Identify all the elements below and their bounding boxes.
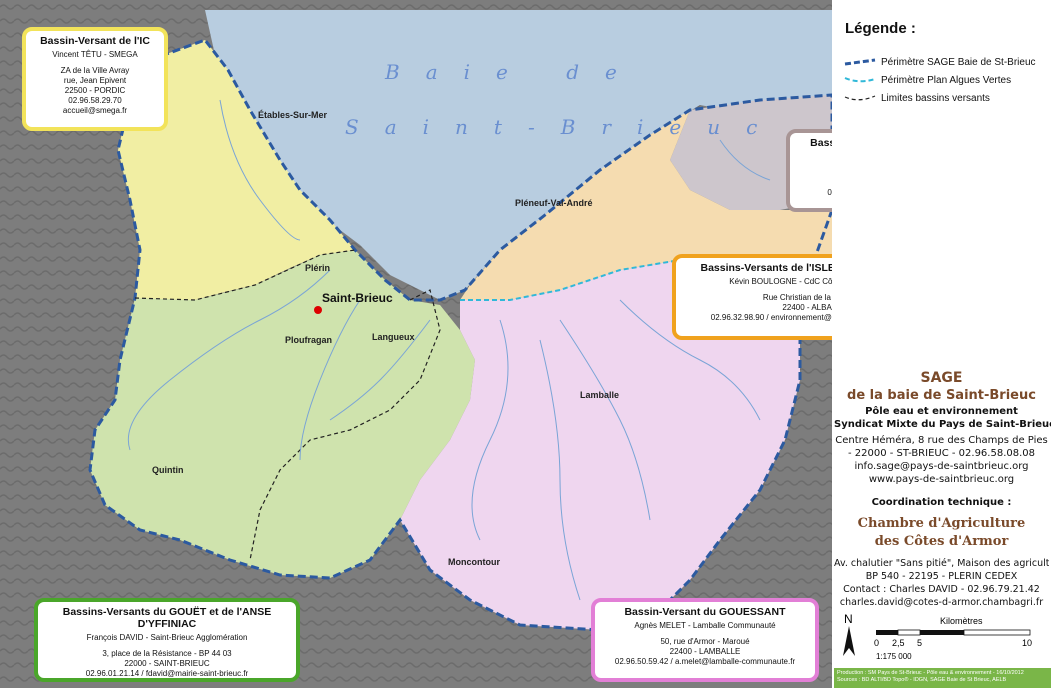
chambre-contact-2: BP 540 - 22195 - PLERIN CEDEX (865, 571, 1018, 582)
scale-ratio: 1:175 000 (876, 652, 912, 661)
box-gouet-line: 3, place de la Résistance - BP 44 03 (102, 649, 232, 658)
box-gouessant-line: 50, rue d'Armor - Maroué (660, 637, 750, 646)
town-ploufragan: Ploufragan (285, 335, 333, 345)
box-islet-contact: Kévin BOULOGNE - CdC Côte de Penthièvre (729, 277, 891, 286)
box-gouessant-line: 02.96.50.59.42 / a.melet@lamballe-commun… (614, 657, 796, 666)
town-langueux: Langueux (372, 332, 415, 342)
legend-label: Périmètre SAGE Baie de St-Brieuc (881, 57, 1036, 68)
sage-title-2: de la baie de Saint-Brieuc (847, 388, 1036, 403)
legend-label: Périmètre Plan Algues Vertes (881, 75, 1012, 86)
scale-bar: N Kilomètres 0 2,5 5 10 1:175 000 (840, 612, 1045, 668)
prefecture-label: Saint-Brieuc (322, 291, 393, 305)
legend-item-limits: Limites bassins versants (843, 93, 990, 104)
footer-line-1: Production : SM Pays de St-Brieuc - Pôle… (837, 670, 1024, 676)
box-gouessant-contact: Agnès MELET - Lamballe Communauté (634, 621, 776, 630)
box-ic-line: ZA de la Ville Avray (60, 66, 130, 75)
north-arrow-icon (843, 626, 855, 656)
box-ic-line: 22500 - PORDIC (64, 86, 126, 95)
algues-vertes-swatch-icon (844, 77, 876, 83)
box-ic-line: 02.96.58.29.70 (68, 96, 122, 105)
gouet-yffiniac-watershed (90, 250, 475, 578)
sage-addr-3: info.sage@pays-de-saintbrieuc.org (854, 461, 1029, 472)
scale-tick: 2,5 (892, 638, 905, 648)
north-label: N (844, 612, 853, 626)
prefecture-dot (314, 306, 322, 314)
sage-addr-4: www.pays-de-saintbrieuc.org (868, 474, 1015, 485)
footer-line-2: Sources : BD ALTI/BD Topo® - IDGN, SAGE … (837, 677, 1007, 683)
box-gouet: Bassins-Versants du GOUËT et de l'ANSE D… (34, 598, 300, 682)
scale-unit: Kilomètres (940, 616, 983, 626)
info-panel (832, 0, 1051, 688)
box-islet-line: 22400 - ALBAN (782, 303, 838, 312)
scale-tick: 5 (917, 638, 922, 648)
sage-sub-2: Syndicat Mixte du Pays de Saint-Brieuc (834, 419, 1051, 430)
watershed-limit-line (134, 249, 356, 301)
box-gouet-line: 02.96.01.21.14 / fdavid@mairie-saint-bri… (85, 669, 249, 678)
sage-addr-1: Centre Héméra, 8 rue des Champs de Pies (835, 435, 1048, 446)
limits-swatch-icon (844, 95, 876, 101)
coordination-label: Coordination technique : (871, 497, 1012, 508)
box-gouet-contact: François DAVID - Saint-Brieuc Agglomérat… (86, 633, 248, 642)
box-gouessant-title: Bassin-Versant du GOUESSANT (624, 606, 786, 618)
sage-perimeter (88, 38, 834, 632)
scale-graphic: N Kilomètres 0 2,5 5 10 1:175 000 (843, 612, 1032, 661)
scale-tick: 10 (1022, 638, 1032, 648)
box-islet-line: Rue Christian de la Villéon (762, 293, 858, 302)
chambre-line-1: Chambre d'Agriculture (857, 516, 1026, 531)
sage-addr-2: - 22000 - ST-BRIEUC - 02.96.58.08.08 (847, 448, 1036, 459)
box-ic-line: rue, Jean Epivent (63, 76, 127, 85)
legend-item-algues: Périmètre Plan Algues Vertes (843, 75, 1011, 86)
chambre-contact-4: charles.david@cotes-d-armor.chambagri.fr (839, 597, 1044, 608)
box-ic-contact: Vincent TÊTU - SMEGA (52, 50, 138, 59)
sage-title-1: SAGE (920, 370, 963, 386)
watershed-limit-line (249, 289, 441, 561)
rivers (127, 99, 771, 601)
bay-label-line2: Saint-Brieuc (345, 115, 784, 139)
box-gouessant-line: 22400 - LAMBALLE (669, 647, 741, 656)
legend-item-sage: Périmètre SAGE Baie de St-Brieuc (843, 57, 1036, 68)
town-quintin: Quintin (152, 465, 184, 475)
gouessant-watershed (400, 260, 800, 630)
bay-label-line1: Baie de (385, 60, 643, 84)
sea-area (205, 10, 832, 300)
sage-sub-1: Pôle eau et environnement (865, 406, 1018, 417)
town-plerin: Plérin (305, 263, 331, 273)
box-gouet-line: 22000 - SAINT-BRIEUC (124, 659, 210, 668)
legend-title: Légende : (845, 20, 916, 37)
box-ic: Bassin-Versant de l'IC Vincent TÊTU - SM… (22, 27, 168, 131)
town-pleneuf: Pléneuf-Val-André (515, 198, 593, 208)
box-gouet-title: Bassins-Versants du GOUËT et de l'ANSE D… (62, 606, 272, 630)
chambre-contact-1: Av. chalutier "Sans pitié", Maison des a… (834, 558, 1049, 569)
town-moncontour: Moncontour (448, 557, 500, 567)
sage-perimeter-swatch-icon (844, 58, 876, 66)
town-lamballe: Lamballe (580, 390, 620, 400)
town-etables: Étables-Sur-Mer (258, 110, 328, 120)
box-gouessant: Bassin-Versant du GOUESSANT Agnès MELET … (591, 598, 819, 682)
legend-label: Limites bassins versants (881, 93, 990, 104)
scale-tick: 0 (874, 638, 879, 648)
chambre-line-2: des Côtes d'Armor (874, 534, 1009, 549)
box-ic-title: Bassin-Versant de l'IC (40, 35, 150, 47)
production-footer: Production : SM Pays de St-Brieuc - Pôle… (834, 668, 1051, 688)
box-ic-line: accueil@smega.fr (62, 106, 128, 115)
chambre-contact-3: Contact : Charles DAVID - 02.96.79.21.42 (843, 584, 1040, 595)
islet-flora-watershed (460, 110, 832, 300)
box-islet-line: 02.96.32.98.90 / environnement@cdc-cote-… (710, 313, 910, 322)
